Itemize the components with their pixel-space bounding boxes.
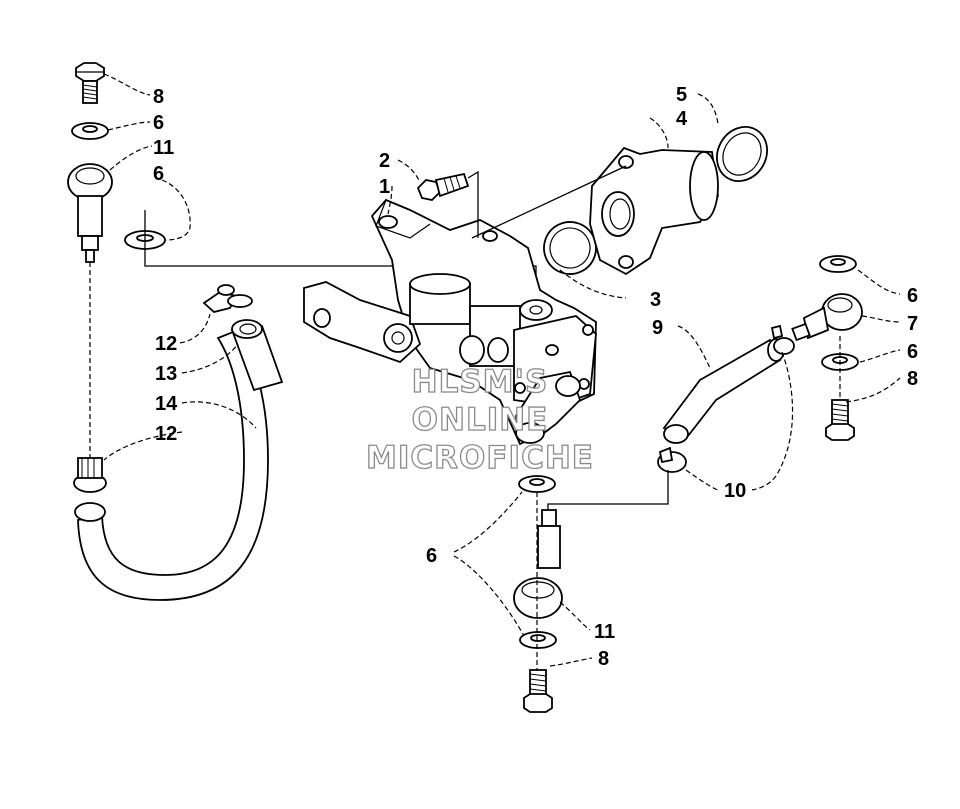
callout-labels: 8 6 11 6 2 1 5 4 3 9 6 7 6 8 12 13 14 12… [153, 84, 918, 670]
hose-9 [662, 338, 785, 444]
callout-2: 2 [379, 150, 390, 172]
callout-6-right-bottom: 6 [907, 341, 918, 363]
callout-9: 9 [652, 317, 663, 339]
banjo-fitting-right [791, 293, 863, 342]
callout-13: 13 [155, 363, 177, 385]
watermark: HLSM'S ONLINE MICROFICHE [365, 363, 594, 476]
hose-clamp-10-upper [770, 324, 795, 355]
callout-14: 14 [155, 393, 178, 415]
washer-top-left [71, 122, 109, 140]
callout-8-right: 8 [907, 368, 918, 390]
bolt-2 [416, 172, 470, 201]
elbow-fitting-4 [589, 146, 719, 276]
callout-11-bottom: 11 [594, 621, 615, 643]
banjo-fitting-left [67, 163, 113, 263]
bolt-right [825, 399, 855, 441]
washer-bottom-lower [519, 631, 557, 649]
oil-pump-body [303, 198, 597, 446]
callout-10: 10 [724, 480, 746, 502]
callout-5: 5 [676, 84, 687, 106]
watermark-line-2: ONLINE [412, 402, 549, 438]
bolt-bottom [523, 669, 553, 713]
hose-lower-end [74, 502, 106, 522]
callout-6-mid-left: 6 [153, 163, 164, 185]
hose-13-end [230, 319, 284, 392]
hose-clamp-10-lower [657, 446, 687, 473]
washer-right-top [819, 255, 857, 273]
callout-3: 3 [650, 289, 661, 311]
hose-clamp-upper [202, 284, 253, 313]
callout-6-right-top: 6 [907, 285, 918, 307]
washer-bottom-top [518, 475, 556, 493]
callout-8-bottom: 8 [598, 648, 609, 670]
callout-11-top-left: 11 [153, 137, 174, 159]
gasket-3 [543, 221, 597, 275]
banjo-fitting-bottom [513, 509, 563, 619]
leader-fitting-line [471, 165, 627, 239]
watermark-line-1: HLSM'S [412, 364, 549, 400]
hose-clamp-lower [73, 457, 107, 493]
callout-12-upper: 12 [155, 333, 177, 355]
callout-7: 7 [907, 313, 918, 335]
callout-1: 1 [379, 176, 390, 198]
o-ring-5 [716, 126, 768, 182]
callout-12-lower: 12 [155, 423, 177, 445]
callout-leaders [103, 73, 901, 667]
leader-hose9-to-fitting [547, 470, 669, 520]
bolt-top-left [75, 62, 105, 104]
callout-6-bottom: 6 [426, 545, 437, 567]
leader-bolt2 [467, 170, 479, 238]
callout-4: 4 [676, 108, 688, 130]
callout-8-top-left: 8 [153, 86, 164, 108]
callout-6-top-left: 6 [153, 112, 164, 134]
watermark-line-3: MICROFICHE [366, 440, 594, 476]
